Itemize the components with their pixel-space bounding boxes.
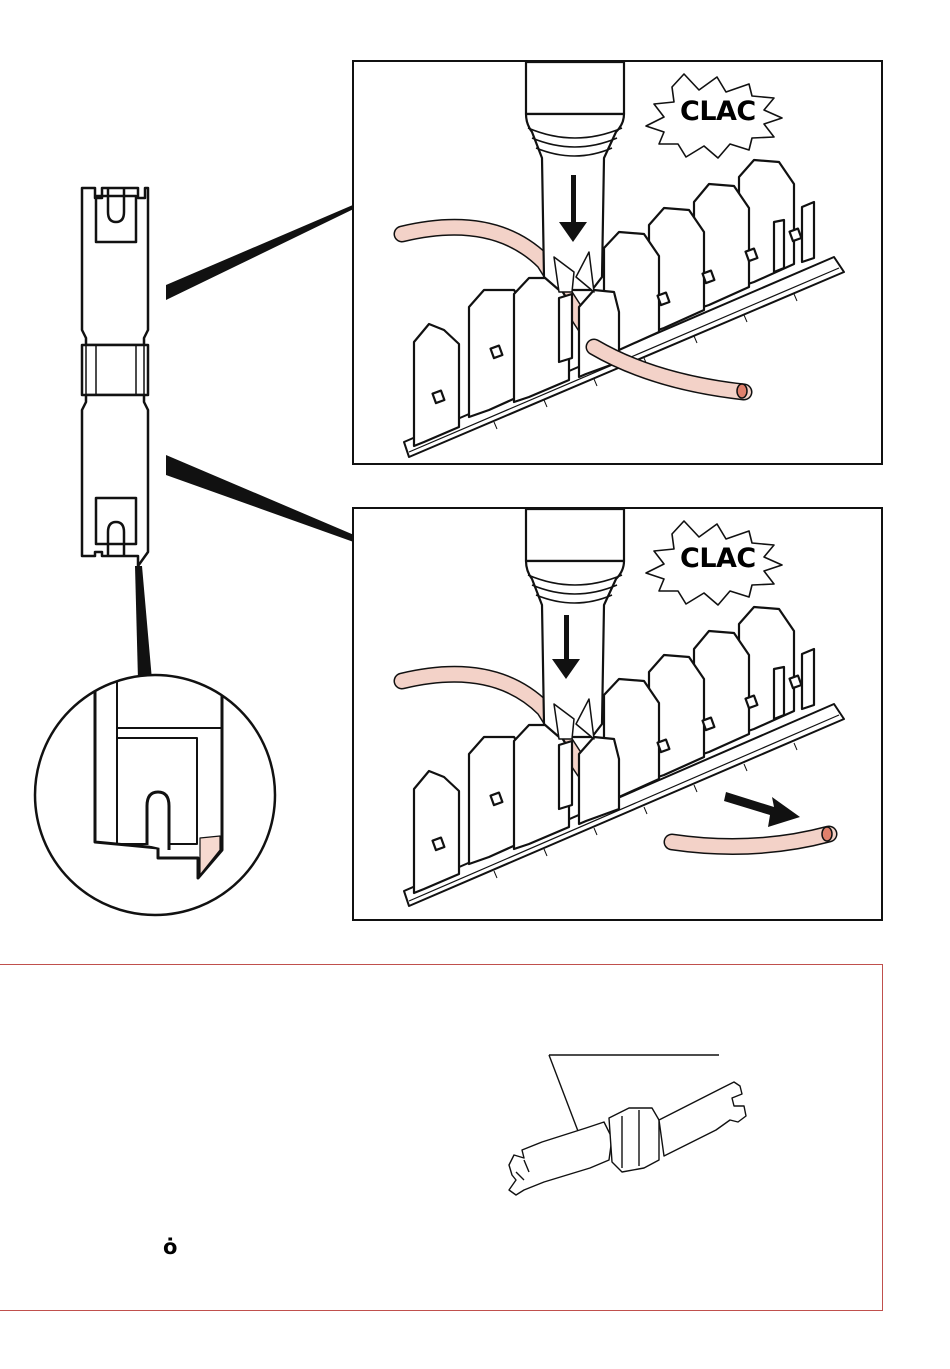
note-mark: ȯ	[163, 1235, 177, 1259]
punch-down-illustration-top	[354, 62, 881, 463]
punch-down-illustration-bottom	[354, 509, 881, 919]
panel-cut-step: CLAC	[352, 60, 883, 465]
clac-label-bottom: CLAC	[680, 543, 756, 574]
blade-tip-magnifier	[30, 670, 280, 920]
panel-eject-step: CLAC	[352, 507, 883, 921]
pointer-wedge-magnifier	[135, 566, 152, 680]
note-box: ȯ	[0, 964, 883, 1311]
clac-label-top: CLAC	[680, 96, 756, 127]
punch-tool-icon	[494, 1050, 764, 1210]
